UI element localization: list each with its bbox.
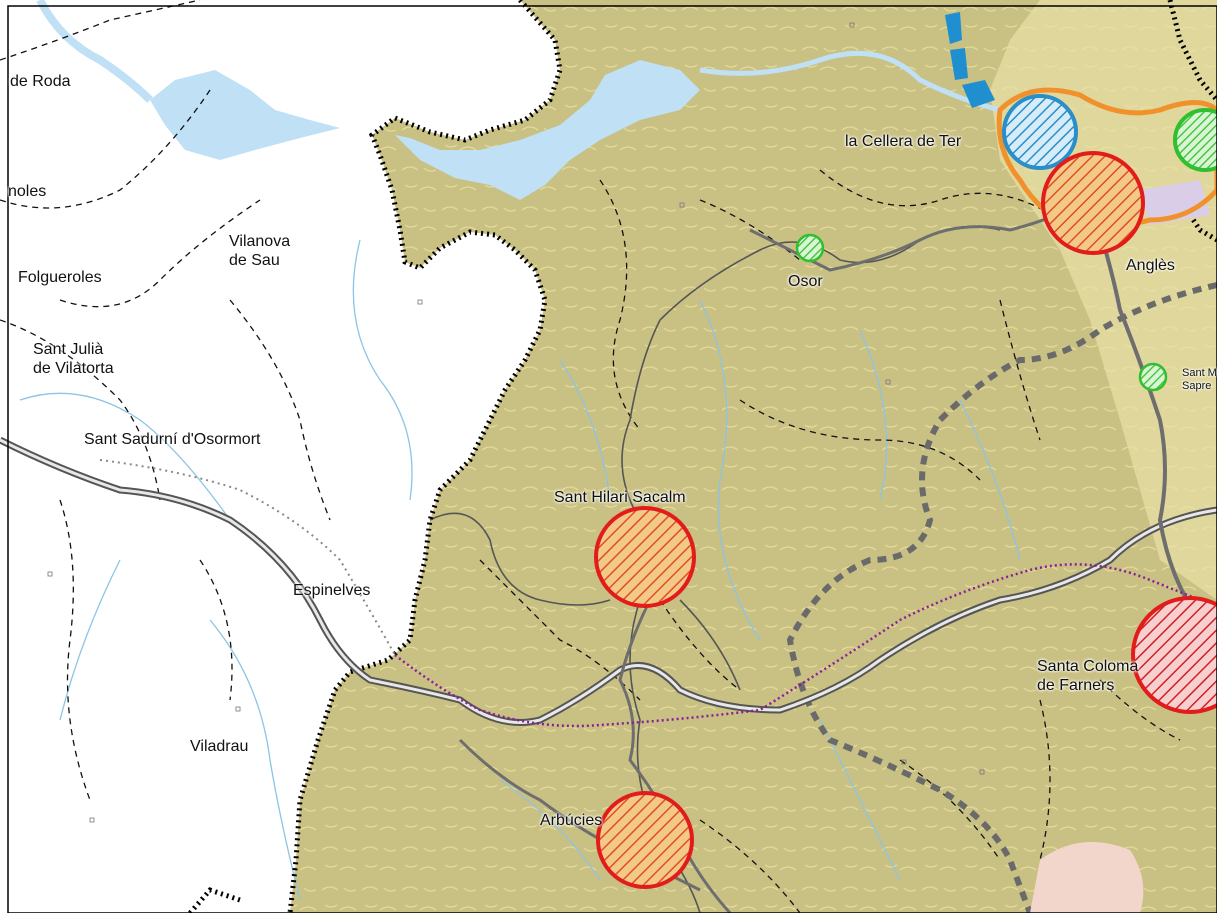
label-osor: Osor [788,273,823,290]
zone-red-angles [1041,151,1145,255]
zone-blue-cellera [1002,94,1078,170]
railway-west [99,459,396,656]
label-de-roda: de Roda [10,73,71,90]
zone-red-sant-hilari [594,506,696,608]
label-sant-m-sapre: Sant M Sapre [1182,367,1217,392]
municipal-borders [0,0,1181,913]
label-espinelves: Espinelves [293,582,371,599]
zone-red-santa-coloma [1131,596,1217,714]
label-vilanova-de-sau: Vilanova de Sau [229,233,291,269]
zone-green-osor [795,233,825,263]
label-sant-hilari: Sant Hilari Sacalm [554,489,686,506]
river-ter-west [36,0,153,103]
zone-green-ne [1173,108,1217,172]
label-noles: noles [8,183,47,200]
orange-zone-outline [996,87,1217,233]
zone-green-sant-martí [1138,362,1168,392]
label-santa-coloma: Santa Coloma de Farners [1037,658,1139,694]
building-markers [47,22,985,823]
study-area-border [287,0,563,913]
comarca-border [786,282,1217,913]
map-frame [7,5,1217,913]
study-area-border-sw [188,887,241,913]
minor-rivers [19,239,1021,901]
zone-red-arbucies [596,791,694,889]
reservoir-susqueda [395,60,700,200]
label-arbucies: Arbúcies [540,812,603,829]
river-ter-east [699,50,1001,113]
label-angles: Anglès [1126,257,1175,274]
industrial-areas [945,12,995,108]
urban-area [1030,842,1144,913]
urban-area-angles [1140,180,1210,225]
reservoir-sau [150,70,340,160]
label-sant-sadurni: Sant Sadurní d'Osormort [84,431,261,448]
label-folgueroles: Folgueroles [18,269,102,286]
label-sant-julia: Sant Julià de Vilatorta [33,341,114,377]
label-la-cellera: la Cellera de Ter [845,133,962,150]
label-viladrau: Viladrau [190,738,249,755]
